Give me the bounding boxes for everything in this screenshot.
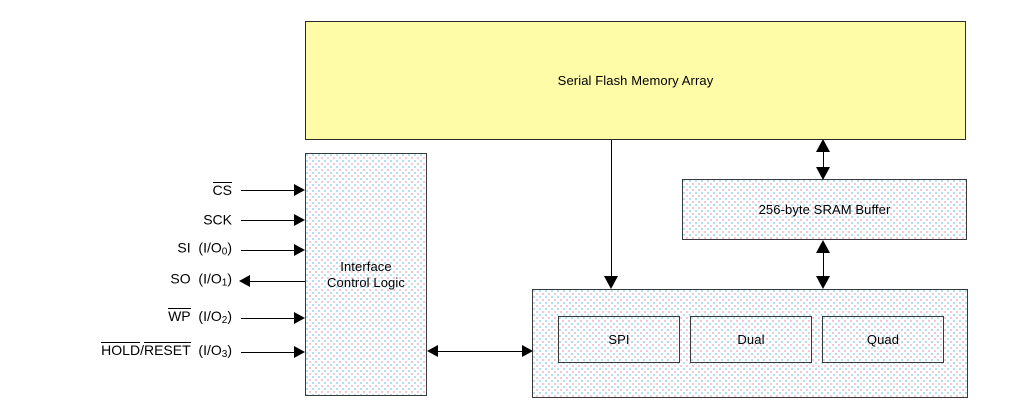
signal-line-serial-out [250, 281, 305, 282]
connector-arrowhead-flash-sram-down [816, 167, 830, 180]
connector-arrowhead-sram-protocol-down [816, 276, 830, 289]
connector-arrowhead-interface-protocol-right [522, 345, 533, 357]
signal-text-chip-select: CS [212, 182, 232, 198]
connector-flash-sram [823, 148, 824, 172]
signal-text-hold: HOLD [101, 342, 141, 358]
connector-interface-protocol [438, 351, 524, 352]
connector-flash-protocol [611, 140, 612, 277]
block-label-spi: SPI [608, 331, 630, 347]
signal-label-serial-out: SO (I/O1) [72, 270, 232, 291]
block-mode-spi: SPI [558, 316, 680, 363]
block-label-dual: Dual [737, 331, 765, 347]
block-label-flash-array: Serial Flash Memory Array [557, 72, 714, 88]
block-label-interface-line1: Interface [340, 258, 392, 274]
signal-text-serial-clock: SCK [203, 211, 232, 228]
block-label-quad: Quad [866, 331, 900, 347]
block-serial-flash-memory-array: Serial Flash Memory Array [305, 21, 966, 140]
block-sram-buffer: 256-byte SRAM Buffer [682, 179, 967, 240]
signal-line-serial-clock [241, 220, 294, 221]
signal-line-serial-in [241, 250, 294, 251]
signal-label-hold-reset: HOLD/RESET (I/O3) [32, 342, 232, 362]
signal-text-reset: RESET [143, 342, 191, 358]
signal-text-serial-in: SI [177, 239, 191, 256]
connector-arrowhead-interface-protocol-left [427, 345, 438, 357]
signal-arrowhead-chip-select [294, 184, 305, 196]
block-mode-quad: Quad [822, 316, 944, 363]
block-mode-dual: Dual [690, 316, 812, 363]
signal-line-write-protect [241, 318, 294, 319]
signal-text-serial-out: SO [170, 270, 191, 287]
signal-label-write-protect: WP (I/O2) [62, 308, 232, 328]
signal-label-serial-in: SI (I/O0) [72, 239, 232, 260]
block-interface-control-logic: Interface Control Logic [305, 153, 427, 396]
signal-text-write-protect: WP [168, 308, 191, 324]
signal-arrowhead-hold-reset [294, 346, 305, 358]
signal-label-chip-select: CS [92, 182, 232, 198]
signal-label-serial-clock: SCK [92, 211, 232, 228]
block-label-interface-line2: Control Logic [327, 274, 405, 290]
signal-arrowhead-serial-clock [294, 214, 305, 226]
signal-io-serial-in: (I/O0) [194, 239, 232, 258]
signal-arrowhead-serial-in [294, 244, 305, 256]
signal-io-hold-reset: (I/O3) [194, 342, 232, 361]
signal-io-serial-out: (I/O1) [194, 270, 232, 289]
signal-arrowhead-write-protect [294, 312, 305, 324]
signal-text-slash: / [140, 342, 144, 358]
signal-io-write-protect: (I/O2) [194, 308, 232, 327]
signal-line-hold-reset [241, 352, 294, 353]
connector-sram-protocol [823, 249, 824, 281]
connector-arrowhead-flash-sram-up [816, 139, 830, 152]
connector-arrowhead-sram-protocol-up [816, 240, 830, 253]
connector-arrowhead-flash-protocol [604, 276, 618, 289]
block-label-sram-buffer: 256-byte SRAM Buffer [758, 201, 891, 217]
signal-arrowhead-serial-out [239, 275, 250, 287]
signal-line-chip-select [241, 190, 294, 191]
